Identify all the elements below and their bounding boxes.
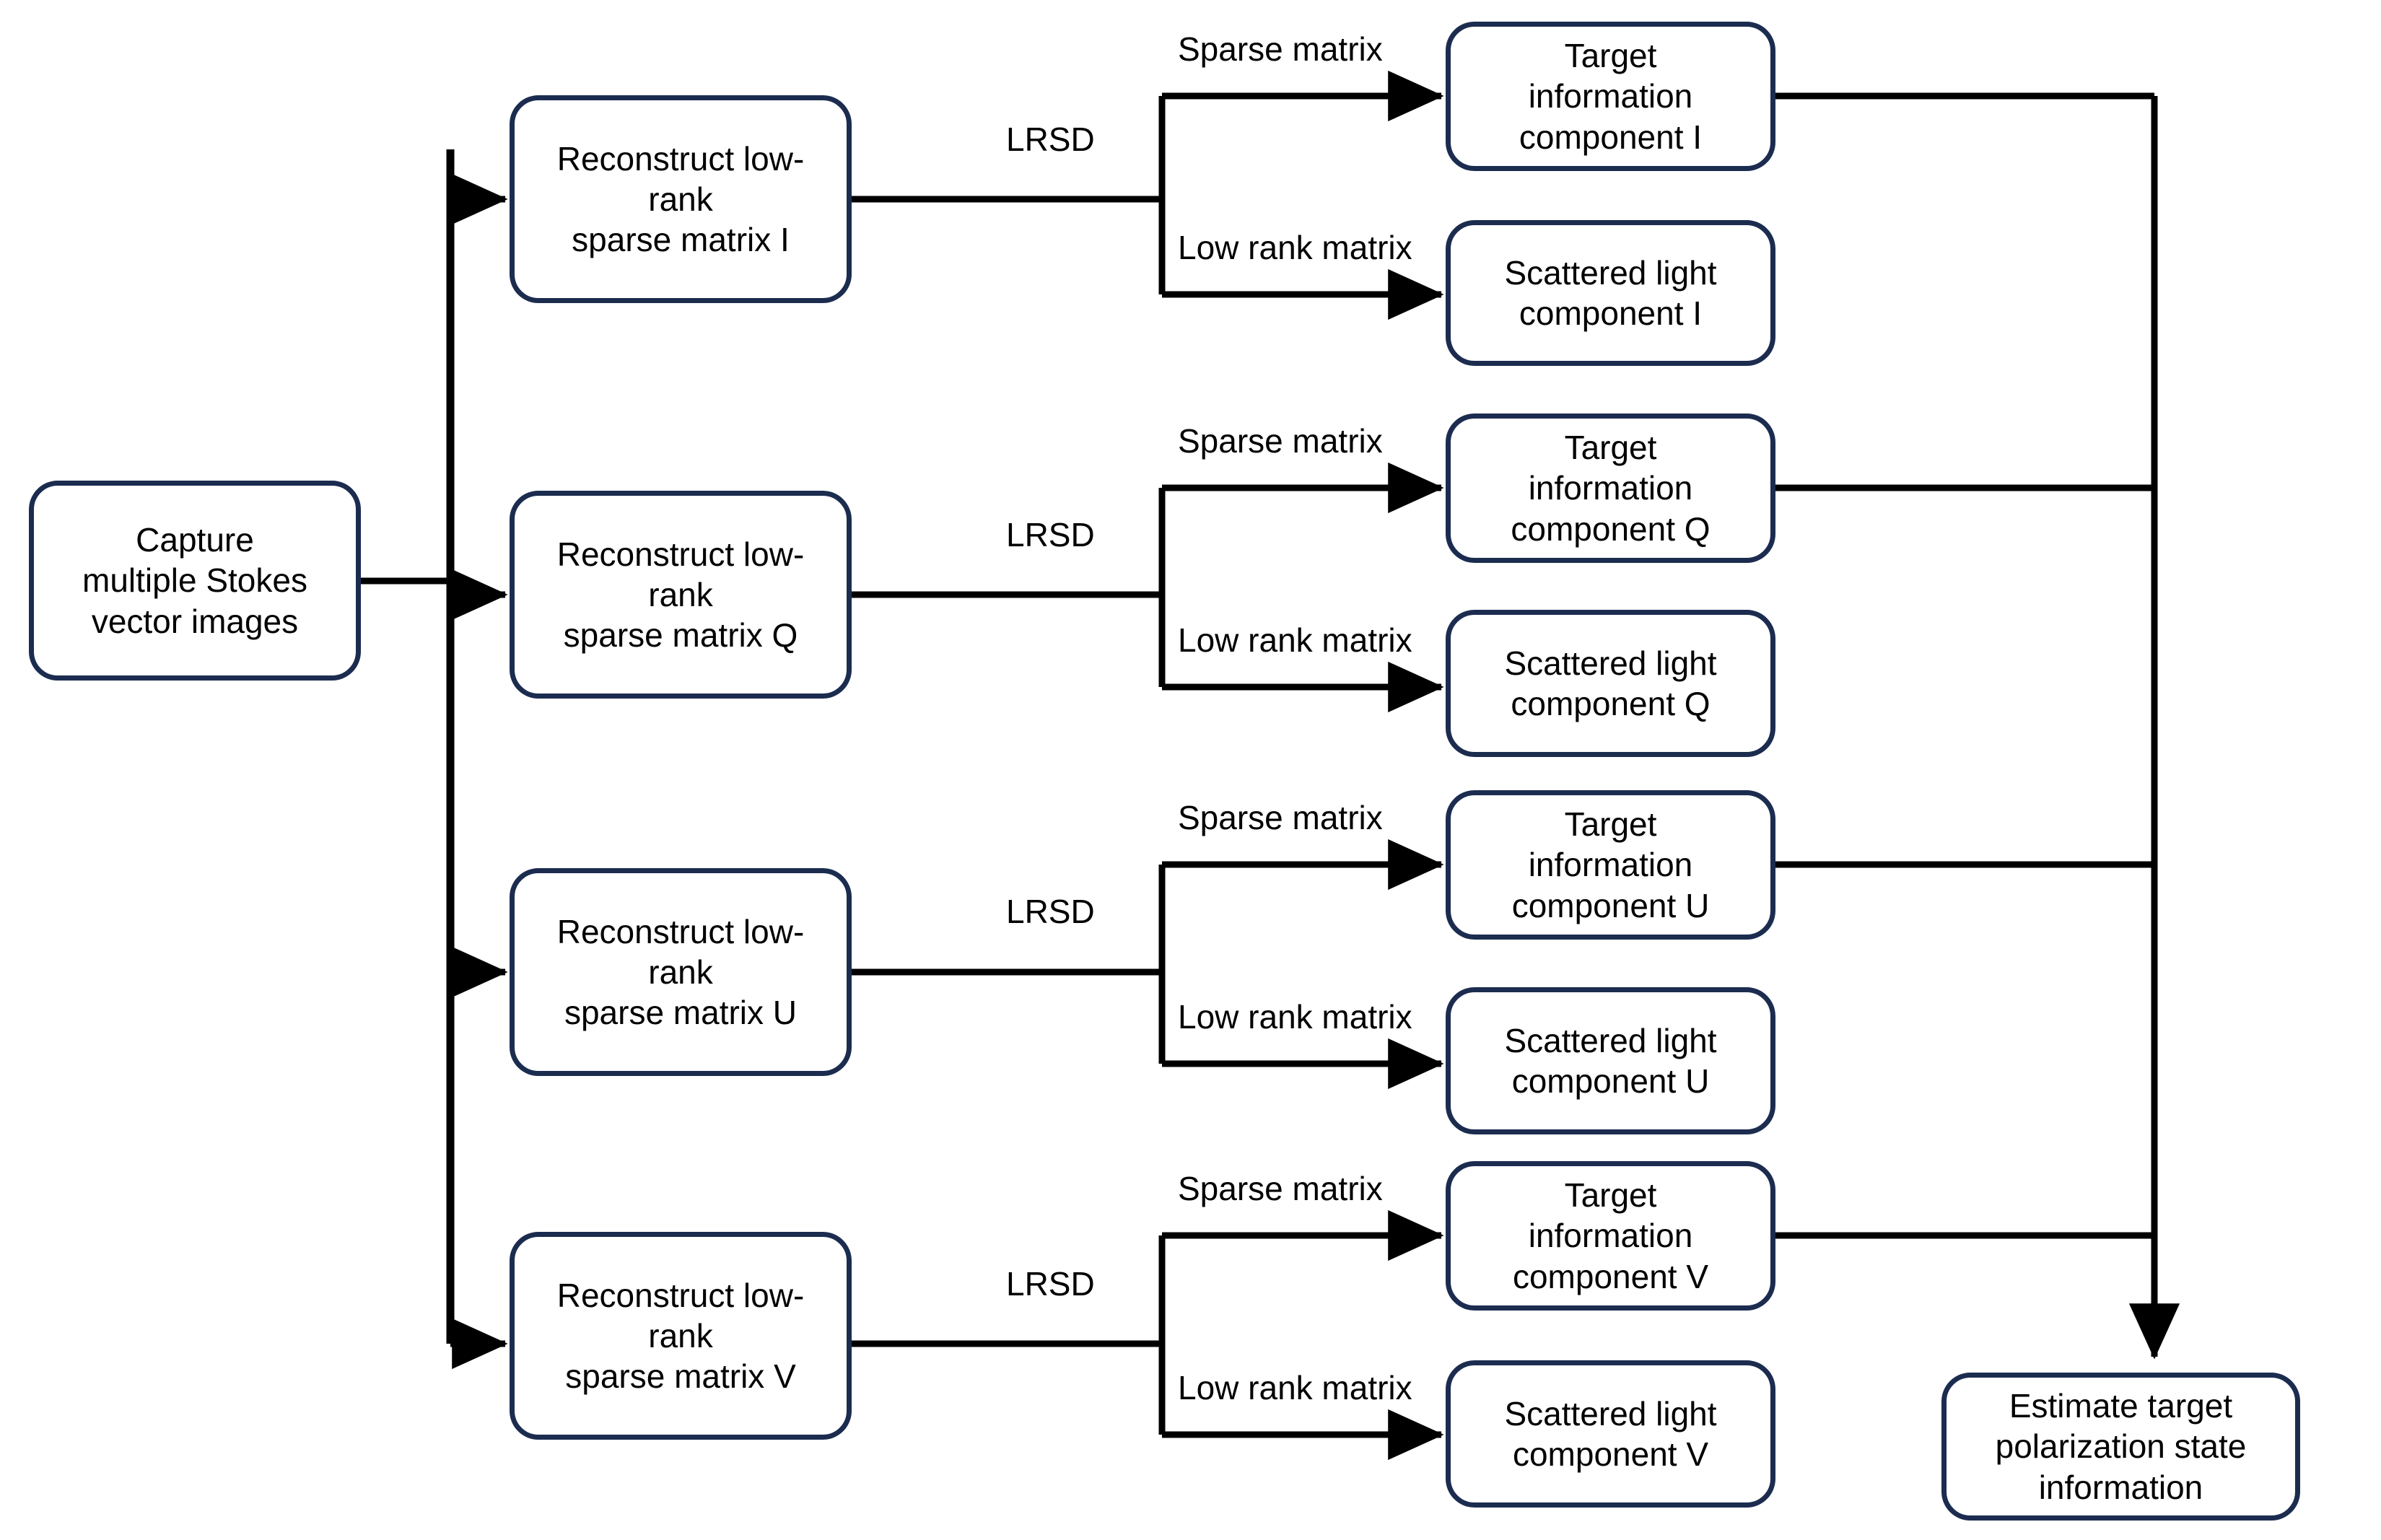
node-capture-stokes[interactable]: Capture multiple Stokes vector images xyxy=(29,481,361,681)
node-target-component-V-label: Target information component V xyxy=(1512,1176,1709,1295)
edge-label-low-rank-matrix-V: Low rank matrix xyxy=(1178,1369,1412,1406)
node-scattered-component-U[interactable]: Scattered light component U xyxy=(1446,987,1775,1134)
node-reconstruct-I-label: Reconstruct low-rank sparse matrix I xyxy=(556,139,805,259)
node-reconstruct-Q-label: Reconstruct low-rank sparse matrix Q xyxy=(556,535,805,655)
node-target-component-Q-label: Target information component Q xyxy=(1511,429,1711,548)
node-reconstruct-U[interactable]: Reconstruct low-rank sparse matrix U xyxy=(510,868,852,1076)
node-scattered-component-Q[interactable]: Scattered light component Q xyxy=(1446,610,1775,757)
node-reconstruct-U-label: Reconstruct low-rank sparse matrix U xyxy=(556,912,805,1032)
node-scattered-component-V-label: Scattered light component V xyxy=(1504,1394,1717,1473)
node-reconstruct-V-label: Reconstruct low-rank sparse matrix V xyxy=(556,1276,805,1396)
node-reconstruct-V[interactable]: Reconstruct low-rank sparse matrix V xyxy=(510,1232,852,1440)
node-target-component-U-label: Target information component U xyxy=(1511,805,1710,924)
edge-label-sparse-matrix-I: Sparse matrix xyxy=(1178,30,1383,68)
edge-label-sparse-matrix-U: Sparse matrix xyxy=(1178,799,1383,836)
node-target-component-I-label: Target information component I xyxy=(1519,37,1703,156)
edge-label-lrsd-I: LRSD xyxy=(1006,121,1095,158)
node-estimate-polarization[interactable]: Estimate target polarization state infor… xyxy=(1941,1373,2300,1521)
node-scattered-component-Q-label: Scattered light component Q xyxy=(1504,644,1717,722)
node-scattered-component-I-label: Scattered light component I xyxy=(1504,253,1717,332)
node-target-component-V[interactable]: Target information component V xyxy=(1446,1161,1775,1311)
edge-label-sparse-matrix-Q: Sparse matrix xyxy=(1178,422,1383,460)
node-scattered-component-V[interactable]: Scattered light component V xyxy=(1446,1360,1775,1508)
node-scattered-component-I[interactable]: Scattered light component I xyxy=(1446,220,1775,366)
edge-label-lrsd-V: LRSD xyxy=(1006,1265,1095,1303)
node-reconstruct-I[interactable]: Reconstruct low-rank sparse matrix I xyxy=(510,95,852,303)
node-estimate-polarization-label: Estimate target polarization state infor… xyxy=(1995,1387,2247,1506)
edge-label-low-rank-matrix-Q: Low rank matrix xyxy=(1178,621,1412,659)
edge-label-lrsd-Q: LRSD xyxy=(1006,516,1095,554)
edge-label-low-rank-matrix-U: Low rank matrix xyxy=(1178,998,1412,1036)
node-target-component-Q[interactable]: Target information component Q xyxy=(1446,414,1775,563)
edge-label-lrsd-U: LRSD xyxy=(1006,893,1095,930)
node-scattered-component-U-label: Scattered light component U xyxy=(1504,1021,1717,1100)
edge-label-sparse-matrix-V: Sparse matrix xyxy=(1178,1170,1383,1207)
node-target-component-I[interactable]: Target information component I xyxy=(1446,22,1775,171)
node-reconstruct-Q[interactable]: Reconstruct low-rank sparse matrix Q xyxy=(510,491,852,699)
node-target-component-U[interactable]: Target information component U xyxy=(1446,790,1775,940)
node-capture-stokes-label: Capture multiple Stokes vector images xyxy=(82,521,307,640)
edge-label-low-rank-matrix-I: Low rank matrix xyxy=(1178,229,1412,266)
